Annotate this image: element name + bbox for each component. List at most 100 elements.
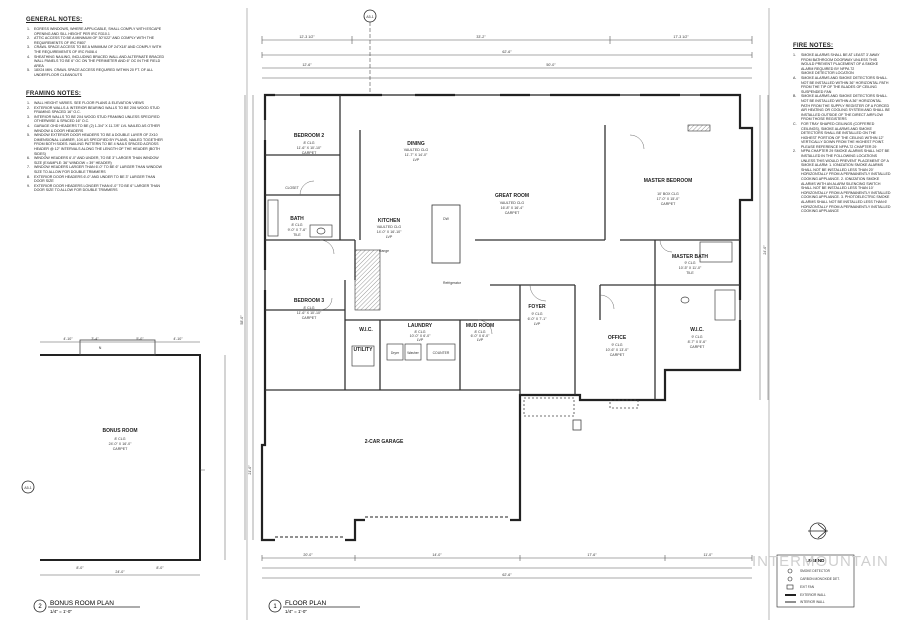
general-note-item-number: 4. [27,54,30,59]
fixture-dishwasher: DW [443,217,449,221]
stair-hatch [354,249,381,311]
fixture-washer: Washer [407,351,419,355]
floor-plan-title-circle [268,599,282,613]
framing-note-item-text: WINDOW HEADERS LARGER THAN 6'-0" TO BE 6… [34,165,162,174]
framing-note-item-number: 4. [27,123,30,128]
general-note-item-number: 2. [27,36,30,41]
room-kitchen-clg: VAULTED CLG [377,225,402,229]
framing-notes-list: 1. WALL HEIGHT VARIES. SEE FLOOR PLANS & … [26,101,166,193]
fixture-counter: COUNTER [433,351,450,355]
room-bath-clg: 8' CLG [291,223,302,227]
general-note-item: 4. SHEATHING NAILING, INCLUDING BRACED WA… [27,54,166,69]
fire-note-item: C.FOR TRAY SHAPED CEILINGS (COFFERED CEI… [793,122,891,150]
room-mudroom-name: MUD ROOM [466,323,494,329]
general-note-item-number: 5. [27,68,30,73]
bonus-dimension-lines [40,341,226,576]
general-notes: GENERAL NOTES: 1.EGRESS WINDOWS, WHERE A… [26,17,166,78]
bonus-plan-scale: 1/4" = 1'-0" [50,609,72,614]
dim-bottom-d: 11'-0" [704,553,714,557]
framing-note-item-text: INTERIOR WALLS TO BE 2X4 WOOD STUD FRAMI… [34,114,160,124]
room-greatroom-floor: CARPET [505,211,520,215]
fixture-range: Range [379,249,389,253]
room-kitchen-floor: LVP [386,235,393,239]
framing-note-item: 9.EXTERIOR DOOR HEADERS LONGER THAN 6'-0… [27,184,166,193]
door-swings [299,134,673,335]
room-foyer-clg: 9' CLG [531,312,542,316]
floor-plan-title: FLOOR PLAN [285,600,326,607]
room-bedroom2-name: BEDROOM 2 [294,133,325,139]
room-bonus-size: 24'-0" X 16'-0" [109,442,132,446]
fire-note-item-number: 2. [793,149,796,154]
room-dining-name: DINING [407,141,425,147]
dim-bonus-a: 8'-0" [76,566,84,570]
general-note-item-number: 3. [27,45,30,50]
legend-symbols [785,568,796,603]
general-note-item: 1.EGRESS WINDOWS, WHERE APPLICABLE, SHAL… [27,27,166,36]
framing-note-item-text: WALL HEIGHT VARIES. SEE FLOOR PLANS & EL… [34,101,144,105]
room-kitchen-name: KITCHEN [378,218,401,224]
room-laundry-clg: 8' CLG [414,330,425,334]
room-foyer-floor: LVP [534,322,541,326]
room-dining-clg: VAULTED CLG [404,148,429,152]
room-office-size: 10'-6" X 13'-0" [606,348,629,352]
dimension-lines [244,39,769,579]
fire-note-item-text: SMOKE ALARMS AND SMOKE DETECTORS SHALL N… [801,75,889,94]
room-wic-right-size: 8'-7" X 5'-6" [688,340,707,344]
fire-note-item: B.SMOKE ALARMS AND SMOKE DETECTORS SHALL… [793,94,891,122]
room-bonus-name: BONUS ROOM [103,428,138,434]
legend-item-interior-wall: INTERIOR WALL [800,600,825,604]
general-note-item-text: ATTIC ACCESS TO BE A MINIMUM OF 30"X22" … [34,36,154,45]
dim-top-mid: 33'-2" [476,35,486,39]
fixture-closet: CLOSET [285,186,299,190]
fixture-dryer: Dryer [391,351,400,355]
framing-note-item: 5.WINDOW EXTERIOR DOOR HEADERS TO BE A D… [27,133,166,156]
bath-fixtures [267,199,736,321]
fire-note-item-number: A. [793,75,797,80]
bonus-plan-title: BONUS ROOM PLAN [50,600,114,607]
fire-notes-list: 1.SMOKE ALARMS SHALL BE AT LEAST 3' AWAY… [793,53,891,214]
dimension-ticks [261,36,753,561]
framing-note-item-text: WINDOW HEADERS 6'-0" AND UNDER, TO BE 3"… [34,156,159,165]
room-bedroom2-clg: 8' CLG [303,141,314,145]
dim-top-seg2: 50'-0" [546,63,556,67]
framing-note-item-number: 1. [27,101,30,105]
room-dining-floor: LVP [413,158,420,162]
room-masterbath-clg: 9' CLG [684,261,695,265]
dim-bonus-b: 8'-0" [156,566,164,570]
legend-title: LEGEND [806,558,826,563]
room-bonus-clg: 8' CLG [114,437,125,441]
fireplace [687,124,711,132]
fire-note-item-text: SMOKE DETECTOR LOCATION [801,71,854,76]
fire-notes-title: FIRE NOTES: [793,43,834,49]
section-ref-top-label: A5-1 [366,15,374,19]
dim-bonus-e: 5'-0" [136,337,144,341]
room-office-name: OFFICE [608,335,627,341]
framing-note-item-number: 5. [27,133,30,138]
floor-plan-number: 1 [273,604,277,610]
interior-walls [265,95,740,400]
room-utility-name: UTILITY [354,347,374,353]
dim-top-seg1: 12'-6" [302,63,312,67]
framing-notes: FRAMING NOTES: 1.WALL HEIGHT VARIES. SEE… [26,91,166,193]
fire-note-item-number: 1. [793,53,796,57]
fire-note-item-text: SMOKE ALARMS AND SMOKE DETECTORS SHALL N… [801,94,890,122]
room-bedroom3-name: BEDROOM 3 [294,298,325,304]
framing-note-item-number: 7. [27,165,30,170]
framing-note-item: 6. WINDOW HEADERS 6'-0" AND UNDER, TO BE … [27,156,166,165]
framing-note-item-text: GARAGE OHD HEADERS TO BE (2) 1-3/4" X 11… [34,123,160,133]
dim-top-right: 17'-3 1/2" [673,35,689,39]
general-note-item-text: SHEATHING NAILING, INCLUDING BRACED WALL… [34,54,165,68]
dim-top-left: 12'-3 1/2" [299,35,315,39]
fire-note-item: A. SMOKE ALARMS AND SMOKE DETECTORS SHALL… [793,76,891,94]
dim-top-total: 62'-6" [502,50,512,54]
watermark: INTERMOUNTAIN [752,553,889,570]
framing-note-item-number: 9. [27,183,30,188]
general-note-item: 3.CRAWL SPACE ACCESS TO BE A MINIMUM OF … [27,45,166,54]
room-office-floor: CARPET [610,353,625,357]
dim-bonus-f: 4'-10" [173,337,183,341]
room-foyer-name: FOYER [528,304,546,310]
framing-note-item-number: 6. [27,156,30,161]
general-notes-list: 1.EGRESS WINDOWS, WHERE APPLICABLE, SHAL… [26,27,166,78]
room-mudroom-clg: 8' CLG [474,330,485,334]
